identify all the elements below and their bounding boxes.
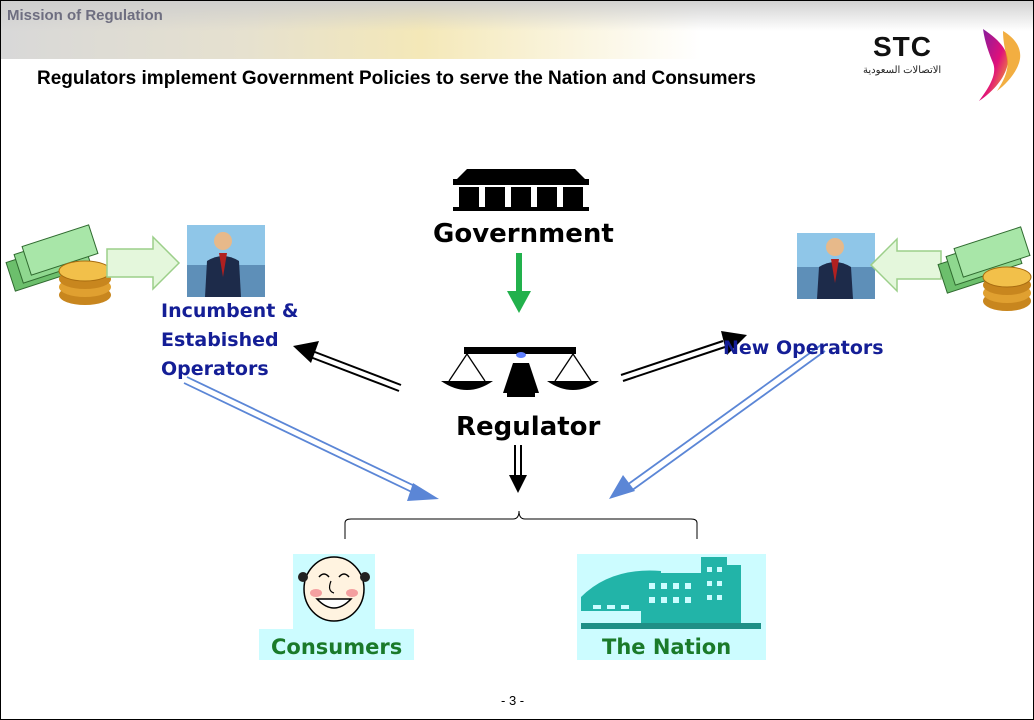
stc-swoosh-icon <box>979 29 1021 101</box>
money-coins-icon <box>937 226 1032 311</box>
businessman-icon <box>187 225 265 297</box>
grouping-brace <box>344 510 698 539</box>
green-down-arrow-icon <box>507 253 531 313</box>
header-band-top <box>1 1 1033 31</box>
arrow-newops-to-beneficiaries-icon <box>609 344 826 499</box>
arrow-incumbent-to-beneficiaries-icon <box>183 376 439 501</box>
money-coins-icon <box>5 224 112 305</box>
government-label: Government <box>433 219 614 249</box>
stc-logo <box>851 23 1031 103</box>
consumers-label: Consumers <box>271 635 403 659</box>
incumbent-operators-text: Incumbent & Estabished Operators <box>161 300 299 380</box>
arrow-to-incumbent-icon <box>293 341 402 392</box>
section-title: Mission of Regulation <box>7 7 163 24</box>
incumbent-operators-label: Incumbent & Estabished Operators <box>161 297 331 384</box>
new-operators-label: New Operators <box>723 337 884 359</box>
consumers-box <box>259 629 414 660</box>
smiling-face-icon <box>293 554 375 629</box>
page-number: - 3 - <box>501 693 525 708</box>
businessman-icon <box>797 233 875 299</box>
logo-arabic-text: الاتصالات السعودية <box>863 65 942 76</box>
arrow-to-new-operators-icon <box>620 331 747 382</box>
building-icon <box>577 554 766 660</box>
arrow-icon <box>106 235 181 291</box>
logo-name: STC <box>873 31 932 62</box>
nation-label: The Nation <box>602 635 732 659</box>
arrow-regulator-down-icon <box>509 445 527 493</box>
slide-headline: Regulators implement Government Policies… <box>37 68 757 89</box>
scales-icon <box>441 347 599 397</box>
government-building-icon <box>453 169 589 211</box>
regulator-label: Regulator <box>456 412 601 442</box>
arrow-icon <box>869 237 942 293</box>
